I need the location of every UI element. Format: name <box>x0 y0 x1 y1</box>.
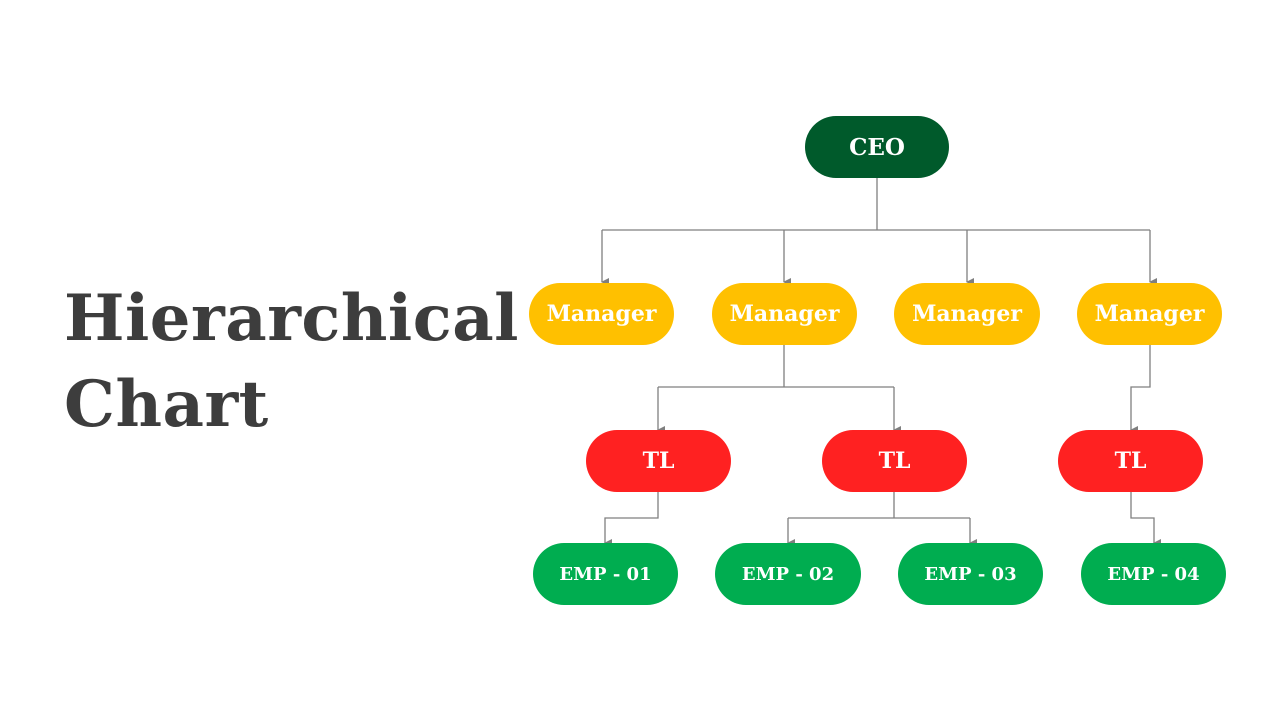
title-line-1: Hierarchical <box>64 281 519 356</box>
manager-node-4: Manager <box>1077 283 1222 345</box>
connector-tl-2-bus <box>788 492 970 519</box>
manager-node-2: Manager <box>712 283 857 345</box>
team-lead-node-3: TL <box>1058 430 1203 492</box>
employee-node-2: EMP - 02 <box>715 543 861 605</box>
slide-title: Hierarchical Chart <box>64 276 519 448</box>
ceo-node: CEO <box>805 116 949 178</box>
team-lead-node-1: TL <box>586 430 731 492</box>
connector-manager-4-tl-3 <box>1130 345 1151 434</box>
connector-ceo-bus <box>602 177 1150 231</box>
manager-node-1: Manager <box>529 283 674 345</box>
title-line-2: Chart <box>64 367 269 442</box>
team-lead-node-2: TL <box>822 430 967 492</box>
employee-node-4: EMP - 04 <box>1081 543 1226 605</box>
employee-node-3: EMP - 03 <box>898 543 1043 605</box>
connector-manager-2-bus <box>658 345 894 388</box>
manager-node-3: Manager <box>894 283 1040 345</box>
employee-node-1: EMP - 01 <box>533 543 678 605</box>
connector-tl-1-emp-01 <box>604 492 659 547</box>
connector-tl-3-emp-04 <box>1130 492 1161 547</box>
